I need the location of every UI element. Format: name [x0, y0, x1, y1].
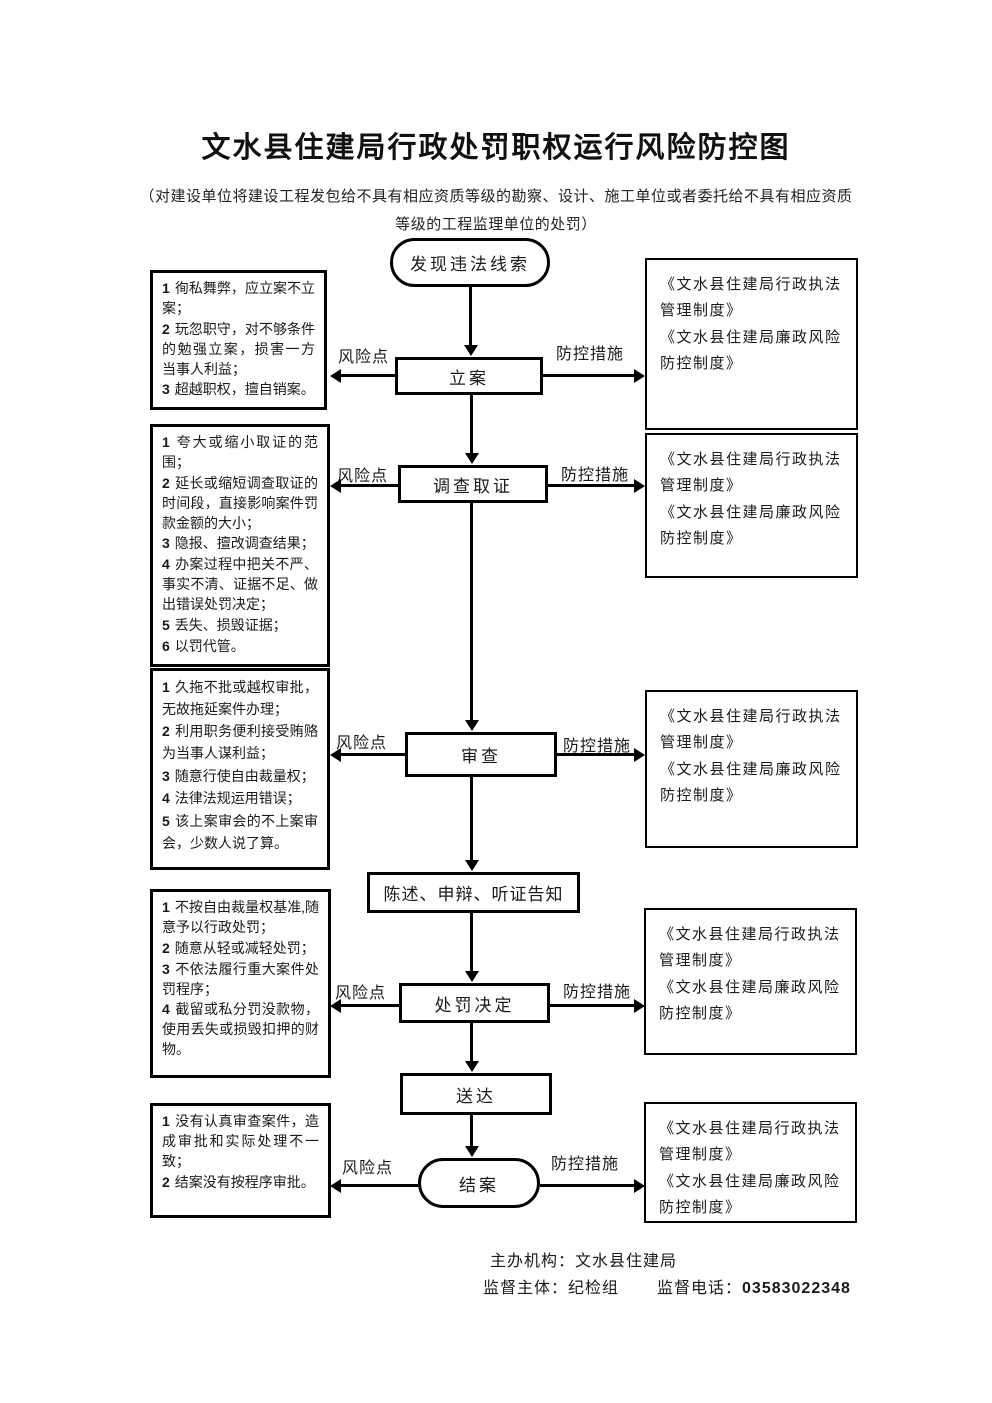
page-subtitle: （对建设单位将建设工程发包给不具有相应资质等级的勘察、设计、施工单位或者委托给不… — [0, 183, 992, 239]
control-doc: 《文水县住建局廉政风险防控制度》 — [660, 504, 842, 547]
footer-organizer: 主办机构：文水县住建局 — [490, 1253, 678, 1270]
control-label-review: 防控措施 — [563, 738, 632, 755]
risk-arrow-investigation — [330, 478, 398, 493]
control-arrow-filing — [543, 368, 645, 383]
control-label-investigation: 防控措施 — [561, 467, 630, 484]
page-title: 文水县住建局行政处罚职权运行风险防控图 — [201, 132, 791, 164]
control-box-filing: 《文水县住建局行政执法管理制度》 《文水县住建局廉政风险防控制度》 — [645, 258, 858, 430]
risk-label-review: 风险点 — [336, 735, 388, 752]
risk-arrow-filing — [330, 368, 395, 383]
control-doc: 《文水县住建局廉政风险防控制度》 — [659, 979, 841, 1022]
control-doc: 《文水县住建局行政执法管理制度》 — [659, 1121, 841, 1164]
control-label-filing: 防控措施 — [556, 346, 625, 363]
control-doc: 《文水县住建局廉政风险防控制度》 — [660, 329, 842, 372]
control-arrow-decision — [550, 998, 645, 1013]
node-penalty-decision: 处罚决定 — [399, 983, 550, 1023]
node-statement-defense-hearing-notice: 陈述、申辩、听证告知 — [367, 872, 580, 913]
down-arrow-start-to-filing — [463, 287, 478, 356]
node-start-discover-clue: 发现违法线索 — [390, 238, 550, 287]
down-arrow-notice-to-decision — [464, 913, 479, 982]
control-doc: 《文水县住建局行政执法管理制度》 — [660, 277, 842, 320]
risk-label-filing: 风险点 — [338, 349, 390, 366]
control-arrow-review — [557, 747, 645, 762]
footer-phone-number: 03583022348 — [742, 1280, 851, 1297]
control-doc: 《文水县住建局廉政风险防控制度》 — [659, 1173, 841, 1216]
node-review: 审查 — [405, 732, 557, 777]
control-box-review: 《文水县住建局行政执法管理制度》 《文水县住建局廉政风险防控制度》 — [645, 690, 858, 848]
control-label-end: 防控措施 — [551, 1156, 620, 1173]
control-arrow-end — [540, 1178, 645, 1193]
control-doc: 《文水县住建局行政执法管理制度》 — [659, 927, 841, 970]
risk-label-end: 风险点 — [342, 1160, 394, 1177]
risk-arrow-end — [330, 1178, 418, 1193]
node-case-filing: 立案 — [395, 357, 543, 395]
control-box-investigation: 《文水县住建局行政执法管理制度》 《文水县住建局廉政风险防控制度》 — [645, 433, 858, 578]
subtitle-line1: （对建设单位将建设工程发包给不具有相应资质等级的勘察、设计、施工单位或者委托给不… — [139, 189, 853, 205]
down-arrow-filing-to-investigation — [464, 395, 479, 464]
down-arrow-investigation-to-review — [464, 503, 479, 731]
footer-phone-label: 监督电话： — [657, 1280, 743, 1297]
control-box-decision: 《文水县住建局行政执法管理制度》 《文水县住建局廉政风险防控制度》 — [644, 908, 857, 1055]
risk-arrow-review — [330, 747, 405, 762]
footer-supervision: 监督主体：纪检组 监督电话：03583022348 — [483, 1274, 851, 1298]
control-box-end: 《文水县住建局行政执法管理制度》 《文水县住建局廉政风险防控制度》 — [644, 1102, 857, 1223]
subtitle-line2: 等级的工程监理单位的处罚） — [395, 217, 597, 233]
risk-label-decision: 风险点 — [335, 985, 387, 1002]
control-doc: 《文水县住建局行政执法管理制度》 — [660, 709, 842, 752]
node-delivery: 送达 — [400, 1073, 552, 1115]
control-label-decision: 防控措施 — [563, 984, 632, 1001]
control-arrow-investigation — [548, 478, 645, 493]
footer-supervisor: 监督主体：纪检组 — [483, 1280, 620, 1297]
down-arrow-delivery-to-end — [464, 1115, 479, 1157]
node-investigation: 调查取证 — [398, 465, 548, 503]
risk-arrow-decision — [330, 998, 399, 1013]
node-end-case-closed: 结案 — [418, 1158, 540, 1208]
risk-label-investigation: 风险点 — [337, 468, 389, 485]
control-doc: 《文水县住建局廉政风险防控制度》 — [660, 761, 842, 804]
down-arrow-decision-to-delivery — [464, 1023, 479, 1072]
control-doc: 《文水县住建局行政执法管理制度》 — [660, 452, 842, 495]
down-arrow-review-to-notice — [464, 777, 479, 871]
